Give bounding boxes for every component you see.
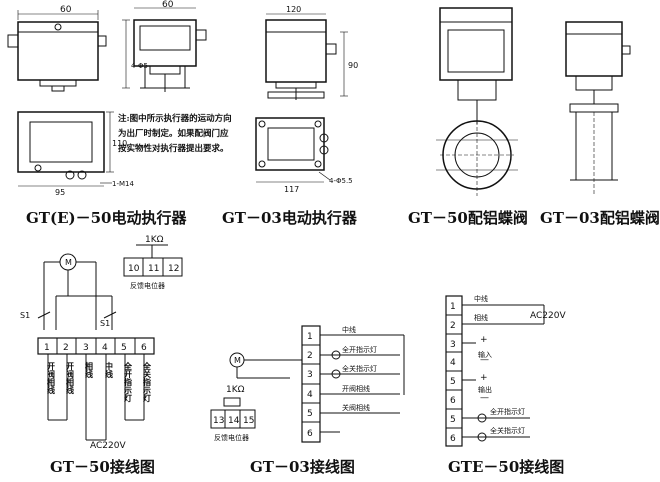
gte50-actuator-side-view	[122, 7, 207, 92]
gt50-label-phase: 相线	[85, 361, 94, 379]
caption-gt50-wiring: GT－50接线图	[50, 458, 155, 476]
gt50-pot-terminal-11: 11	[148, 264, 159, 274]
gte50-terminal-3: 3	[450, 340, 456, 350]
gt50-terminal-2: 2	[63, 343, 69, 353]
gt03-terminal-3: 3	[307, 370, 313, 380]
gt03-pot-value: 1KΩ	[226, 385, 245, 395]
note-line-1: 注:图中所示执行器的运动方向	[118, 114, 232, 124]
gte50-terminal-5b: 5	[450, 415, 456, 425]
gt03-terminal-1: 1	[307, 332, 313, 342]
gt50-terminal-6: 6	[141, 343, 147, 353]
dim-width-side: 60	[162, 0, 174, 10]
gt03-pot-label: 反馈电位器	[214, 433, 249, 442]
note-line-3: 按实物性对执行器提出要求。	[118, 144, 229, 154]
caption-gt03-actuator: GT－03电动执行器	[222, 209, 357, 227]
gt03-label-close-phase: 关阀相线	[342, 403, 370, 412]
dim-hole-side: 4-Φ5	[131, 62, 148, 70]
gt03-label-close-lamp: 全关指示灯	[342, 364, 377, 373]
dim-height-gt03: 90	[348, 61, 358, 70]
gte50-actuator-front-view	[7, 10, 107, 92]
gte50-wiring-diagram	[445, 295, 545, 447]
gte50-label-phase: 相线	[474, 313, 488, 322]
caption-gte50-actuator: GT(E)－50电动执行器	[26, 209, 187, 227]
note-line-2: 为出厂时制定。如果配阀门应	[118, 129, 229, 139]
gt03-butterfly-valve-assembly	[565, 21, 631, 196]
gt03-pot-terminal-15: 15	[243, 416, 254, 426]
dim-width-top: 95	[55, 188, 65, 197]
gt50-label-open-phase-1: 开阀相线	[47, 362, 56, 395]
gte50-terminal-6b: 6	[450, 434, 456, 444]
gt50-terminal-3: 3	[83, 343, 89, 353]
gt50-label-neutral: 中线	[105, 361, 114, 379]
gte50-label-close-lamp: 全关指示灯	[490, 426, 525, 435]
gt03-terminal-5: 5	[307, 409, 313, 419]
gte50-terminal-4: 4	[450, 358, 456, 368]
gt03-pot-terminal-14: 14	[228, 416, 240, 426]
gt50-label-close-lamp: 全关指示灯	[142, 361, 152, 403]
gt03-terminal-6: 6	[307, 429, 313, 439]
gte50-terminal-2: 2	[450, 321, 456, 331]
gte50-actuator-top-view	[17, 111, 114, 187]
gt03-pot-terminal-13: 13	[213, 416, 224, 426]
caption-gt03-valve: GT－03配铝蝶阀	[540, 209, 660, 227]
gte50-terminal-1: 1	[450, 302, 456, 312]
gte50-terminal-5: 5	[450, 377, 456, 387]
gte50-terminal-6: 6	[450, 396, 456, 406]
gt03-terminal-2: 2	[307, 351, 313, 361]
gt50-terminal-5: 5	[121, 343, 127, 353]
gte50-label-neutral: 中线	[474, 294, 488, 303]
gte50-label-input: 输入	[478, 350, 492, 359]
gt50-terminal-1: 1	[44, 343, 50, 353]
gt50-motor-symbol: M	[65, 258, 72, 267]
gt50-supply-label: AC220V	[90, 441, 126, 451]
gt50-pot-label: 反馈电位器	[130, 281, 165, 290]
gte50-input-plus: +	[480, 335, 488, 345]
gte50-label-open-lamp: 全开指示灯	[490, 407, 525, 416]
gt03-label-open-phase: 开阀相线	[342, 384, 370, 393]
caption-gt50-valve: GT－50配铝蝶阀	[408, 209, 528, 227]
dim-width-gt03-top: 117	[284, 185, 299, 194]
gt50-wiring-diagram	[37, 244, 183, 441]
dim-width-gt03: 120	[286, 5, 301, 14]
gt03-label-open-lamp: 全开指示灯	[342, 345, 377, 354]
gt50-terminal-4: 4	[102, 343, 108, 353]
dim-thread-top: 1-M14	[112, 180, 134, 188]
gte50-label-output: 输出	[478, 385, 492, 394]
gte50-output-plus: +	[480, 373, 488, 383]
gte50-supply-label: AC220V	[530, 311, 566, 321]
gt03-label-neutral: 中线	[342, 325, 356, 334]
gte50-output-minus: —	[480, 393, 489, 403]
gte50-input-minus: —	[480, 355, 489, 365]
gt50-label-open-phase-2: 开阀相线	[66, 362, 75, 395]
gt50-pot-terminal-10: 10	[128, 264, 140, 274]
gt03-terminal-4: 4	[307, 390, 313, 400]
gt03-actuator-side-view	[265, 13, 348, 100]
gt50-label-open-lamp: 全开指示灯	[123, 361, 133, 403]
gt50-switch-label-right: S1	[100, 319, 110, 328]
dim-height-top: 110	[112, 139, 127, 148]
gt03-motor-symbol: M	[234, 356, 241, 365]
gt50-pot-value: 1KΩ	[145, 235, 164, 245]
gt03-wiring-diagram	[210, 325, 405, 443]
gt50-butterfly-valve-assembly	[436, 7, 518, 196]
caption-gte50-wiring: GTE－50接线图	[448, 458, 565, 476]
caption-gt03-wiring: GT－03接线图	[250, 458, 355, 476]
installation-note: 注:图中所示执行器的运动方向 为出厂时制定。如果配阀门应 按实物性对执行器提出要…	[118, 112, 232, 157]
gt50-pot-terminal-12: 12	[168, 264, 179, 274]
gt03-actuator-top-view	[255, 117, 329, 183]
gt50-switch-label-left: S1	[20, 311, 30, 320]
dim-width-front: 60	[60, 5, 72, 15]
dim-hole-gt03: 4-Φ5.5	[329, 177, 353, 185]
